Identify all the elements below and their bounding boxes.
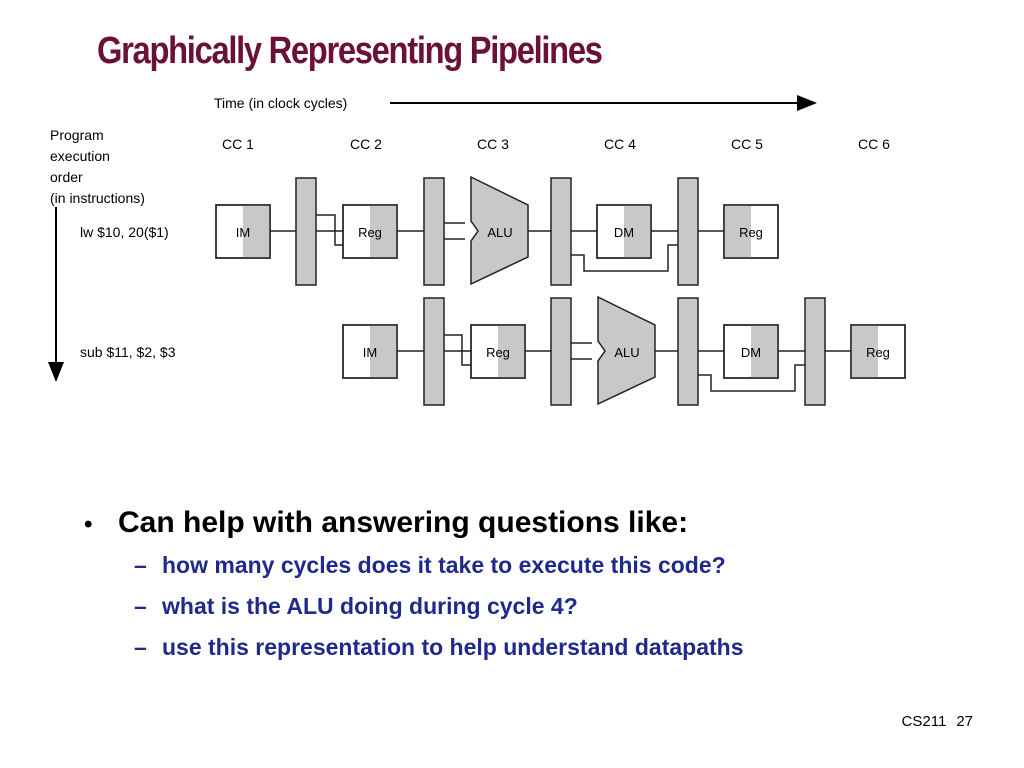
dash-icon: – <box>134 593 147 619</box>
sub-bullet-text: use this representation to help understa… <box>162 634 744 660</box>
clock-cycle-label: CC 2 <box>350 136 382 152</box>
pipeline-register <box>423 297 445 406</box>
pipeline-register <box>804 297 826 406</box>
clock-cycle-label: CC 6 <box>858 136 890 152</box>
pipeline-register <box>677 177 699 286</box>
stage-label: DM <box>614 225 634 240</box>
clock-cycle-label: CC 1 <box>222 136 254 152</box>
order-label-line: execution <box>50 148 110 164</box>
bullet-dot-icon: • <box>84 511 93 538</box>
order-label-line: (in instructions) <box>50 190 145 206</box>
stage-label: ALU <box>614 345 639 360</box>
clock-cycle-label: CC 5 <box>731 136 763 152</box>
pipeline-register <box>550 177 572 286</box>
pipeline-diagram: Time (in clock cycles) Program execution… <box>48 95 906 406</box>
stage-label: Reg <box>358 225 382 240</box>
pipeline-register <box>295 177 317 286</box>
instruction-label-sub: sub $11, $2, $3 <box>80 344 176 360</box>
stage-label: Reg <box>486 345 510 360</box>
time-axis-label: Time (in clock cycles) <box>214 95 347 111</box>
clock-cycle-label: CC 4 <box>604 136 636 152</box>
pipeline-row-sub: IM Reg ALU DM Reg <box>342 295 906 406</box>
dash-icon: – <box>134 552 147 578</box>
pipeline-row-lw: IM Reg ALU DM Reg <box>215 175 779 286</box>
bullet-list: • Can help with answering questions like… <box>84 506 984 675</box>
footer-page-number: 27 <box>956 713 973 730</box>
stage-alu <box>470 175 529 286</box>
sub-bullet: – how many cycles does it take to execut… <box>134 552 984 579</box>
instruction-label-lw: lw $10, 20($1) <box>80 224 169 240</box>
main-bullet-text: Can help with answering questions like: <box>118 506 689 539</box>
sub-bullet: – what is the ALU doing during cycle 4? <box>134 593 984 620</box>
dash-icon: – <box>134 634 147 660</box>
stage-label: Reg <box>739 225 763 240</box>
clock-cycle-label: CC 3 <box>477 136 509 152</box>
sub-bullet-text: what is the ALU doing during cycle 4? <box>162 593 578 619</box>
order-label-line: order <box>50 169 83 185</box>
pipeline-register <box>423 177 445 286</box>
stage-label: DM <box>741 345 761 360</box>
footer-course: CS211 <box>901 713 947 730</box>
stage-label: IM <box>236 225 250 240</box>
order-axis-label: Program execution order (in instructions… <box>50 127 145 206</box>
pipeline-register <box>677 297 699 406</box>
stage-label: Reg <box>866 345 890 360</box>
pipeline-register <box>550 297 572 406</box>
stage-im-shade <box>243 205 270 258</box>
sub-bullet: – use this representation to help unders… <box>134 634 984 661</box>
slide-footer: CS211 27 <box>902 713 973 730</box>
stage-alu <box>597 295 656 406</box>
order-label-line: Program <box>50 127 104 143</box>
slide-title: Graphically Representing Pipelines <box>97 30 603 72</box>
stage-label: IM <box>363 345 377 360</box>
main-bullet: • Can help with answering questions like… <box>84 506 984 540</box>
stage-label: ALU <box>487 225 512 240</box>
sub-bullet-text: how many cycles does it take to execute … <box>162 552 726 578</box>
